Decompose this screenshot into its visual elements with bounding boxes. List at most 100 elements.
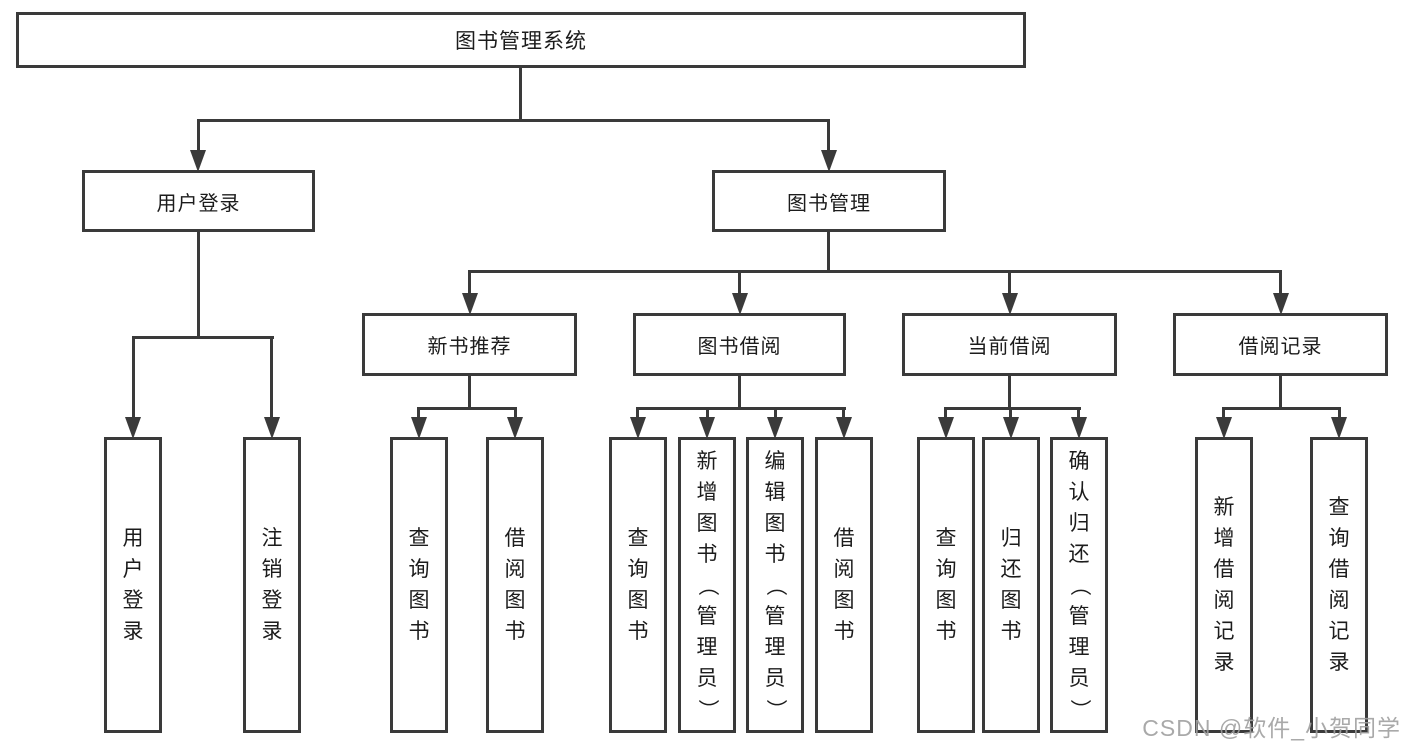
connector-vline [132, 336, 135, 420]
vertical-char: 询 [1328, 527, 1350, 550]
node-borrowing-records: 借阅记录 [1173, 313, 1388, 376]
vertical-char: 增 [1213, 527, 1235, 550]
vertical-char: 图 [627, 589, 649, 612]
arrowhead-down [462, 293, 478, 315]
vertical-char: 图 [408, 589, 430, 612]
leaf-add-borrow-record: 新增借阅记录 [1195, 437, 1253, 733]
connector-vline [738, 376, 741, 409]
arrowhead-down [1216, 417, 1232, 439]
arrowhead-down [1003, 417, 1019, 439]
connector-vline [1338, 407, 1341, 421]
connector-hline [1222, 407, 1341, 410]
vertical-char: 阅 [1328, 589, 1350, 612]
vertical-char: 员 [1068, 666, 1090, 690]
arrowhead-down [411, 417, 427, 439]
vertical-char: 阅 [1213, 589, 1235, 612]
leaf-borrow-books-recommend: 借阅图书 [486, 437, 544, 733]
vertical-char: 借 [1213, 558, 1235, 581]
leaf-return-books: 归还图书 [982, 437, 1040, 733]
vertical-char: 归 [1000, 527, 1022, 550]
connector-vline [1009, 407, 1012, 421]
vertical-char: 查 [627, 527, 649, 550]
vertical-char: 新 [1213, 496, 1235, 519]
vertical-char: 图 [504, 589, 526, 612]
leaf-confirm-return-admin: 确认归还（管理员） [1050, 437, 1108, 733]
connector-vline [1008, 376, 1011, 409]
connector-vline [519, 68, 522, 121]
connector-hline [468, 270, 1282, 273]
arrowhead-down [821, 150, 837, 172]
vertical-char: 图 [935, 589, 957, 612]
arrowhead-down [1002, 293, 1018, 315]
vertical-char: 录 [122, 620, 144, 643]
connector-hline [417, 407, 517, 410]
arrowhead-down [732, 293, 748, 315]
vertical-char: 记 [1328, 620, 1350, 643]
vertical-char: （ [695, 574, 719, 596]
vertical-char: 辑 [764, 480, 786, 504]
vertical-char: 认 [1068, 480, 1090, 504]
connector-vline [827, 119, 830, 153]
leaf-borrow-books-borrowing: 借阅图书 [815, 437, 873, 733]
vertical-char: 书 [696, 542, 718, 566]
arrowhead-down [1071, 417, 1087, 439]
connector-vline [827, 232, 830, 272]
vertical-char: 录 [1213, 651, 1235, 674]
node-book-borrowing: 图书借阅 [633, 313, 846, 376]
vertical-char: （ [1067, 574, 1091, 596]
vertical-char: 书 [833, 620, 855, 643]
vertical-char: 书 [627, 620, 649, 643]
leaf-add-book-admin: 新增图书（管理员） [678, 437, 736, 733]
vertical-char: 员 [696, 666, 718, 690]
vertical-char: 借 [1328, 558, 1350, 581]
arrowhead-down [767, 417, 783, 439]
csdn-watermark: CSDN @软件_小贺同学 [1142, 715, 1401, 741]
leaf-logout: 注销登录 [243, 437, 301, 733]
arrowhead-down [938, 417, 954, 439]
vertical-char: ） [695, 698, 719, 720]
vertical-char: ） [763, 698, 787, 720]
arrowhead-down [125, 417, 141, 439]
vertical-char: 还 [1068, 542, 1090, 566]
vertical-char: 借 [833, 527, 855, 550]
leaf-query-books-recommend: 查询图书 [390, 437, 448, 733]
arrowhead-down [699, 417, 715, 439]
arrowhead-down [264, 417, 280, 439]
vertical-char: 图 [1000, 589, 1022, 612]
connector-vline [842, 407, 845, 421]
vertical-char: 图 [833, 589, 855, 612]
node-new-book-recommendation-label: 新书推荐 [427, 336, 512, 358]
connector-vline [1077, 407, 1080, 421]
vertical-char: 借 [504, 527, 526, 550]
connector-hline [636, 407, 846, 410]
node-book-management: 图书管理 [712, 170, 946, 232]
connector-hline [132, 336, 274, 339]
leaf-query-books-borrowing: 查询图书 [609, 437, 667, 733]
connector-vline [270, 336, 273, 420]
vertical-char: 管 [764, 604, 786, 628]
connector-vline [1279, 376, 1282, 409]
vertical-char: 查 [408, 527, 430, 550]
vertical-char: 增 [696, 480, 718, 504]
node-borrowing-records-label: 借阅记录 [1238, 336, 1323, 358]
vertical-char: 管 [696, 604, 718, 628]
arrowhead-down [1273, 293, 1289, 315]
node-book-management-label: 图书管理 [787, 192, 871, 215]
vertical-char: 查 [1328, 496, 1350, 519]
node-library-system: 图书管理系统 [16, 12, 1026, 68]
leaf-edit-book-admin: 编辑图书（管理员） [746, 437, 804, 733]
vertical-char: 归 [1068, 511, 1090, 535]
connector-vline [1222, 407, 1225, 421]
vertical-char: 询 [627, 558, 649, 581]
connector-vline [197, 232, 200, 338]
vertical-char: 销 [261, 558, 283, 581]
connector-vline [774, 407, 777, 421]
vertical-char: 图 [764, 511, 786, 535]
vertical-char: 注 [261, 527, 283, 550]
vertical-char: 录 [261, 620, 283, 643]
vertical-char: 理 [1068, 635, 1090, 659]
leaf-user-login: 用户登录 [104, 437, 162, 733]
vertical-char: 阅 [833, 558, 855, 581]
vertical-char: 图 [696, 511, 718, 535]
